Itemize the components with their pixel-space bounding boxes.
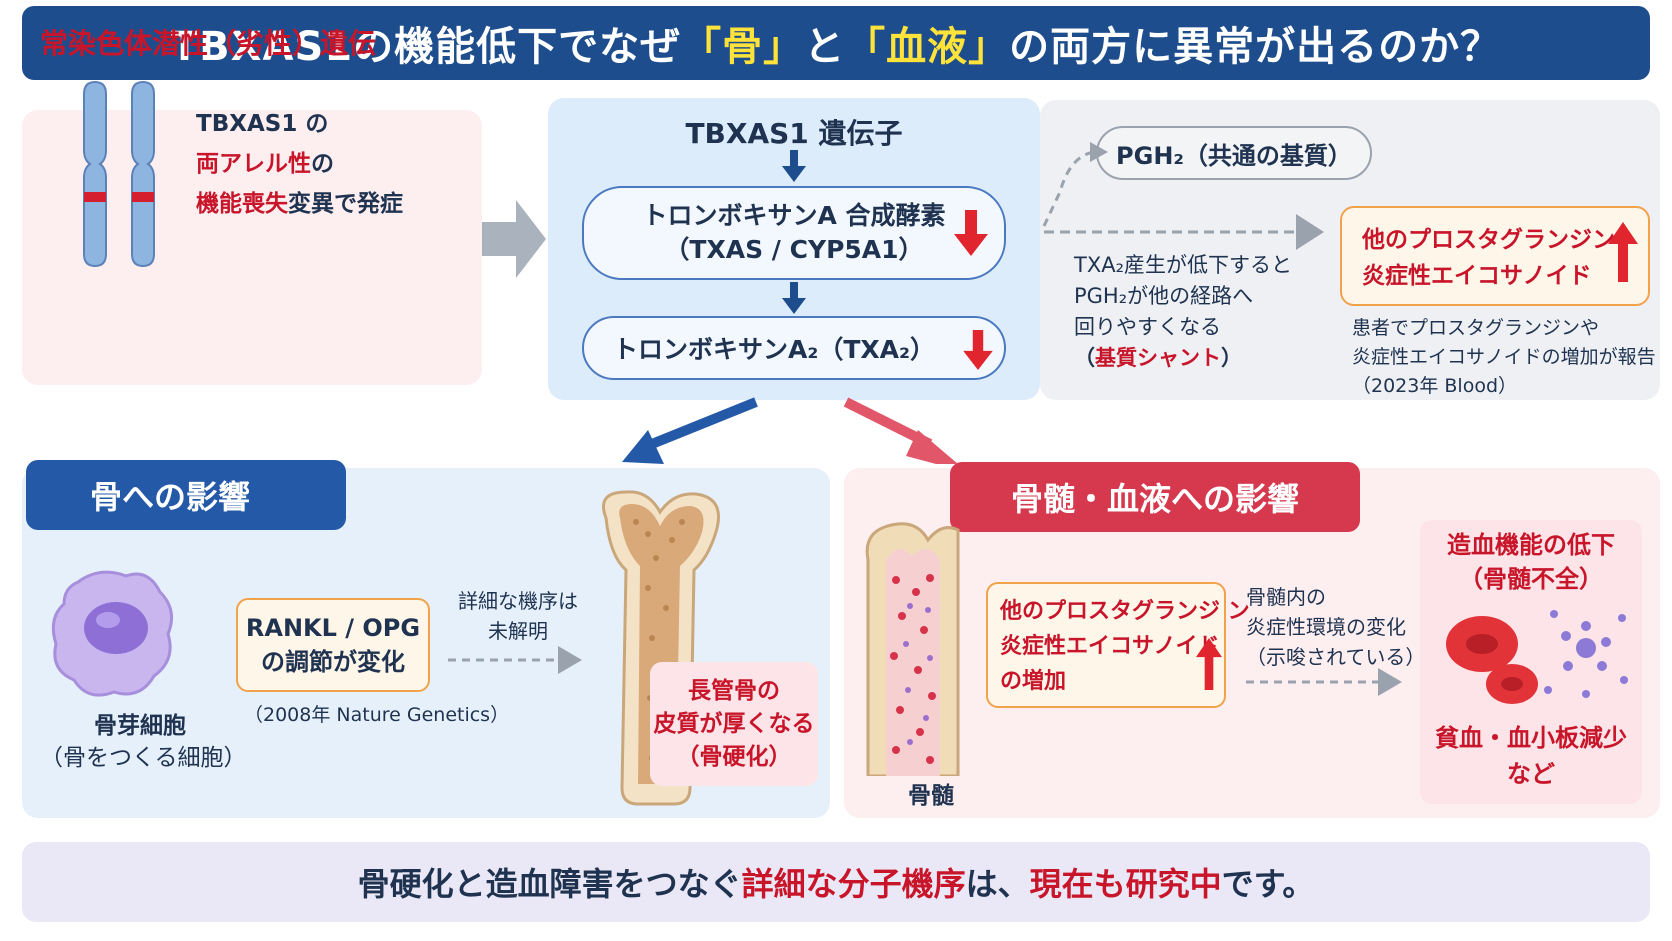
down-left-arrow-icon (622, 430, 664, 464)
inflammatory-environment-text: 骨髄内の 炎症性環境の変化 （示唆されている） (1246, 582, 1425, 672)
txa2-pill: トロンボキサンA₂（TXA₂） (582, 316, 1006, 380)
cortical-thickening-box: 長管骨の 皮質が厚くなる （骨硬化） (650, 662, 818, 786)
inheritance-loss-of-function: 機能喪失 (196, 191, 288, 217)
gene-panel: TBXAS1 遺伝子 トロンボキサンA 合成酵素 （TXAS / CYP5A1）… (548, 98, 1040, 400)
title-part2: の両方に異常が出るのか？ (1009, 24, 1502, 70)
gene-title: TBXAS1 遺伝子 (685, 117, 903, 150)
right-arrow-icon (482, 200, 546, 278)
shunt-paren-open: （ (1074, 346, 1095, 370)
prostaglandin-increase-box: 他のプロスタグランジ ン 炎症性エイコサノイド の増加 (986, 582, 1250, 708)
txas-line1: トロンボキサンA 合成酵素 (642, 201, 946, 230)
down-arrow-icon (782, 150, 806, 182)
red-arrow (843, 397, 933, 449)
osteoblast-desc: （骨をつくる細胞） (40, 745, 247, 771)
cortex-line1: 長管骨の (688, 677, 780, 704)
footer-p2: 詳細な分子機序 (741, 865, 966, 903)
inheritance-biallelic: 両アレル性 (196, 151, 311, 177)
prostaglandin-box: 他のプロスタグランジン 炎症性エイコサノイド (1340, 206, 1650, 306)
red-down-arrow-icon (963, 330, 993, 370)
shunt-text: TXA₂産生が低下すると PGH₂が他の経路へ 回りやすくなる （基質シャント） (1074, 250, 1292, 374)
pg-note3: （2023年 Blood） (1352, 375, 1518, 397)
inheritance-line1: TBXAS1 の (196, 111, 329, 137)
pg-note1: 患者でプロスタグランジンや (1352, 317, 1600, 339)
env-line2: 炎症性環境の変化 (1246, 615, 1406, 639)
hema-line1: 造血機能の低下 (1447, 531, 1615, 559)
footer-p3: は、 (965, 865, 1030, 903)
result-line2: など (1507, 760, 1555, 788)
shunt-line2: PGH₂が他の経路へ (1074, 284, 1254, 308)
down-right-arrow-icon (906, 430, 958, 464)
pg-note2: 炎症性エイコサノイドの増加が報告 (1352, 346, 1656, 368)
title-blood: 「血液」 (845, 24, 1010, 70)
red-up-arrow-icon (1196, 638, 1222, 690)
prostaglandin-note: 患者でプロスタグランジンや 炎症性エイコサノイドの増加が報告 （2023年 Bl… (1352, 314, 1656, 401)
shunt-line1: TXA₂産生が低下すると (1074, 253, 1292, 277)
shunt-keyword: 基質シャント (1095, 346, 1221, 370)
platelet-icon (1544, 610, 1628, 698)
osteoblast-name: 骨芽細胞 (94, 713, 186, 739)
txas-enzyme-pill: トロンボキサンA 合成酵素 （TXAS / CYP5A1） (582, 186, 1006, 280)
red-down-arrow-icon (954, 210, 988, 256)
red-up-arrow-icon (1608, 222, 1638, 282)
osteoblast-label: 骨芽細胞 （骨をつくる細胞） (40, 710, 247, 774)
inheritance-text: TBXAS1 の 両アレル性の 機能喪失変異で発症 (196, 104, 403, 224)
txa2-label: トロンボキサンA₂（TXA₂） (613, 335, 935, 364)
pg-increase-line1: 他のプロスタグランジ ン (1000, 599, 1250, 624)
shunt-paren-close: ） (1221, 346, 1242, 370)
footer-p4: 現在も研究中 (1029, 865, 1222, 903)
bone-marrow-icon (865, 522, 960, 776)
shunt-line3: 回りやすくなる (1074, 315, 1221, 339)
title-mid: と (804, 24, 846, 70)
prostaglandin-box-text: 他のプロスタグランジン 炎症性エイコサノイド (1362, 222, 1615, 294)
pg-increase-text: 他のプロスタグランジ ン 炎症性エイコサノイド の増加 (1000, 594, 1250, 699)
pg-increase-line2: 炎症性エイコサノイド (1000, 634, 1220, 659)
env-line1: 骨髄内の (1246, 585, 1326, 609)
hema-line2: （骨髄不全） (1459, 565, 1603, 593)
env-line3: （示唆されている） (1246, 645, 1426, 669)
rankl-reference: （2008年 Nature Genetics） (244, 704, 510, 726)
mech-line2: 未解明 (488, 619, 548, 643)
osteoblast-icon (51, 570, 174, 697)
hematopoiesis-title: 造血機能の低下 （骨髄不全） (1420, 528, 1642, 596)
rankl-line1: RANKL / OPG (245, 614, 421, 642)
blue-arrow (640, 397, 758, 453)
inheritance-line2-rest: の (311, 151, 334, 177)
footer-banner: 骨硬化と造血障害をつなぐ 詳細な分子機序 は、 現在も研究中 です。 (22, 842, 1650, 922)
title-banner: TBXAS1の機能低下でなぜ 「骨」 と 「血液」 の両方に異常が出るのか？ (22, 6, 1650, 80)
rankl-line2: の調節が変化 (261, 648, 405, 676)
mechanism-unknown: 詳細な機序は 未解明 (448, 586, 588, 646)
pg-line1: 他のプロスタグランジン (1362, 227, 1615, 253)
result-line1: 貧血・血小板減少 (1435, 724, 1627, 752)
inheritance-line3-rest: 変異で発症 (288, 191, 403, 217)
mech-line1: 詳細な機序は (458, 589, 578, 613)
pgh2-pill: PGH₂（共通の基質） (1096, 126, 1372, 180)
cortex-line2: 皮質が厚くなる (653, 710, 815, 737)
blood-cells-icon (1446, 610, 1628, 704)
chromosome-icon (131, 80, 155, 268)
title-part1: TBXAS1の機能低下でなぜ (170, 24, 682, 70)
hematopoiesis-box: 造血機能の低下 （骨髄不全） 貧血・血小板減少 など (1420, 520, 1642, 804)
footer-p1: 骨硬化と造血障害をつなぐ (357, 865, 742, 903)
hematologic-result: 貧血・血小板減少 など (1420, 720, 1642, 792)
chromosome-icon (83, 80, 107, 268)
pg-increase-line3: の増加 (1000, 669, 1067, 694)
marrow-label: 骨髄 (908, 783, 954, 809)
rankl-opg-box: RANKL / OPG の調節が変化 (236, 598, 430, 692)
footer-p5: です。 (1221, 865, 1315, 903)
bone-header: 骨への影響 (26, 460, 346, 530)
pg-line2: 炎症性エイコサノイド (1362, 263, 1592, 289)
cortex-line3: （骨硬化） (676, 743, 792, 770)
down-arrow-icon (782, 282, 806, 314)
title-bone: 「骨」 (681, 24, 805, 70)
marrow-header: 骨髄・血液への影響 (950, 462, 1360, 532)
inheritance-title: 常染色体潜性（劣性）遺伝 (40, 27, 377, 60)
txas-line2: （TXAS / CYP5A1） (664, 235, 924, 264)
